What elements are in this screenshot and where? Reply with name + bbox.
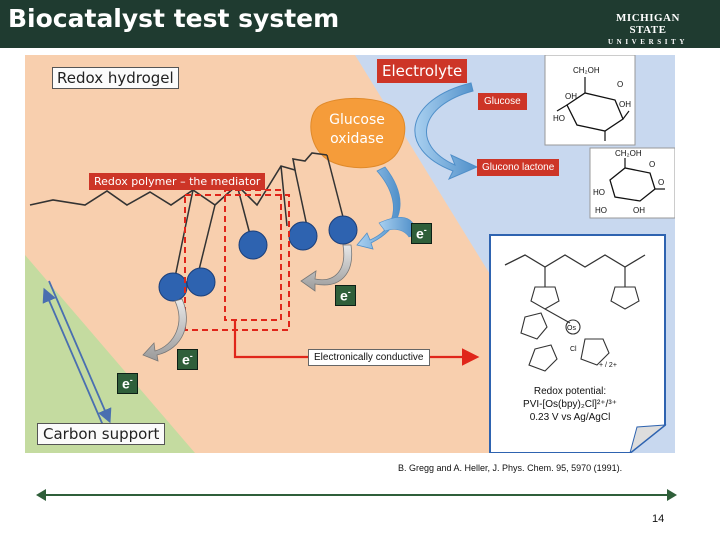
electron-label: e- [411, 223, 432, 244]
svg-text:OH: OH [565, 92, 577, 101]
citation: B. Gregg and A. Heller, J. Phys. Chem. 9… [398, 463, 623, 473]
electron-charge: - [189, 351, 193, 361]
electron-hop-arrow [300, 244, 353, 292]
biocatalyst-diagram: CH₂OH O OH HO OH CH₂OH O HO HO OH O [25, 55, 675, 453]
glucono-lactone-structure: CH₂OH O HO HO OH O [589, 147, 675, 219]
electron-symbol: e [340, 287, 348, 304]
logo-line-2: UNIVERSITY [608, 38, 688, 46]
svg-text:HO: HO [553, 114, 565, 123]
redox-potential-line-1: Redox potential: [533, 386, 607, 397]
electron-charge: - [129, 375, 133, 385]
highlight-box-inner [224, 189, 282, 321]
mediator-site [238, 230, 268, 260]
svg-text:O: O [617, 80, 623, 89]
side-chain [172, 189, 194, 288]
glucose-oxidase-line-2: oxidase [330, 131, 384, 147]
svg-text:OH: OH [619, 100, 631, 109]
highlight-box-outer [184, 194, 290, 331]
university-logo: MICHIGAN STATE UNIVERSITY [598, 12, 698, 46]
glucose-oxidase-label: Glucose oxidase [318, 111, 396, 149]
electron-symbol: e [416, 225, 424, 242]
glucono-lactone-label: Glucono lactone [477, 159, 560, 176]
side-chain [280, 165, 288, 227]
glucose-label: Glucose [478, 93, 527, 110]
svg-text:HO: HO [595, 206, 607, 215]
electron-charge: - [347, 287, 351, 297]
glucose-conversion-arrow [414, 82, 479, 180]
electron-label: e- [177, 349, 198, 370]
electrolyte-label: Electrolyte [377, 59, 468, 83]
svg-text:O: O [649, 160, 655, 169]
redox-polymer-label: Redox polymer – the mediator [89, 173, 266, 190]
electron-hop-arrow [378, 217, 415, 238]
electron-symbol: e [122, 375, 130, 392]
electron-transfer-arrow [42, 287, 106, 431]
svg-text:HO: HO [593, 188, 605, 197]
mediator-site [288, 221, 318, 251]
svg-text:OH: OH [633, 206, 645, 215]
redox-hydrogel-label: Redox hydrogel [52, 67, 179, 89]
svg-text:O: O [658, 178, 664, 187]
page-number: 14 [652, 513, 665, 525]
mediator-site [158, 272, 188, 302]
svg-text:Cl: Cl [570, 346, 577, 353]
carbon-support-label: Carbon support [37, 423, 166, 445]
redox-potential-line-3: 0.23 V vs Ag/AgCl [529, 412, 611, 423]
logo-line-1: MICHIGAN STATE [616, 12, 680, 36]
redox-polymer-structure: Os Cl + / 2+ [489, 234, 667, 453]
carbon-support-region [25, 255, 195, 453]
side-chain [294, 169, 309, 232]
side-chain [326, 154, 344, 218]
svg-text:+ / 2+: + / 2+ [599, 362, 617, 369]
glucose-structure: CH₂OH O OH HO OH [544, 55, 636, 146]
electron-transfer-arrow [48, 280, 112, 424]
mediator-site [186, 267, 216, 297]
electronically-conductive-label: Electronically conductive [308, 349, 430, 366]
electron-label: e- [335, 285, 356, 306]
mediator-site [328, 215, 358, 245]
electron-label: e- [117, 373, 138, 394]
svg-text:CH₂OH: CH₂OH [573, 66, 600, 75]
glucose-oxidase-enzyme [310, 97, 406, 169]
svg-text:CH₂OH: CH₂OH [615, 149, 642, 158]
glucose-oxidase-line-1: Glucose [329, 112, 385, 128]
redox-potential-text: Redox potential: PVI-[Os(bpy)₂Cl]²⁺/³⁺ 0… [495, 385, 645, 424]
title-bar: Biocatalyst test system MICHIGAN STATE U… [0, 0, 720, 48]
slide-title: Biocatalyst test system [8, 4, 340, 33]
electron-hop-arrow [142, 298, 187, 362]
side-chain [196, 204, 216, 279]
electron-symbol: e [182, 351, 190, 368]
svg-text:Os: Os [567, 325, 576, 332]
redox-potential-line-2: PVI-[Os(bpy)₂Cl]²⁺/³⁺ [523, 399, 617, 410]
electron-charge: - [423, 225, 427, 235]
